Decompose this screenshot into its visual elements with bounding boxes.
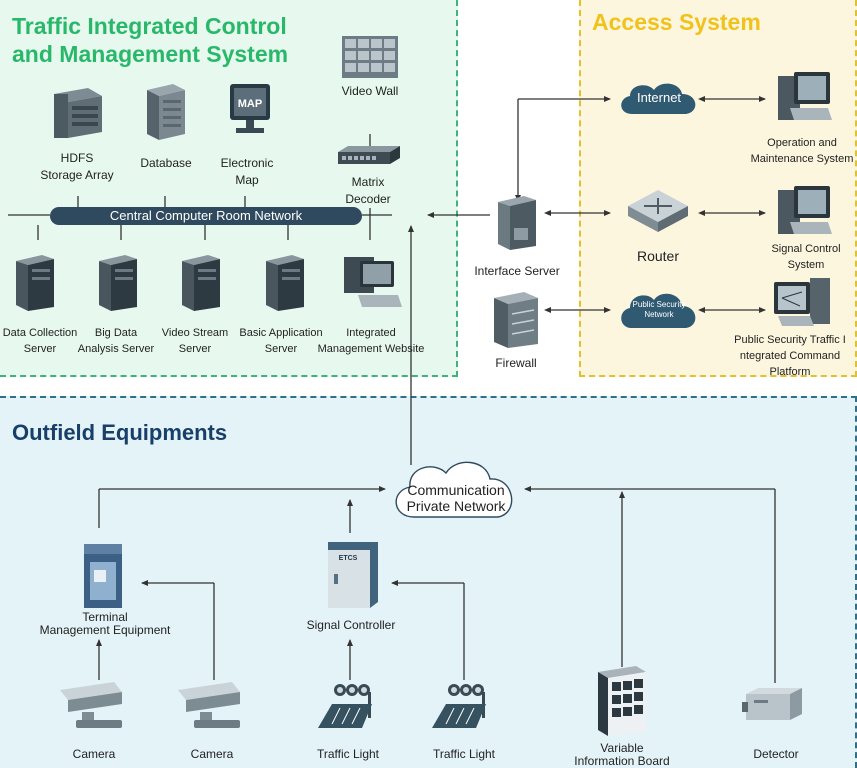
camera-icon-1 [60,682,122,728]
basic-application-server-icon [266,255,304,311]
camera-label-1: Camera [72,747,116,761]
terminal-equipment-icon [84,544,122,608]
camera-label-2: Camera [190,747,234,761]
comm-network-cloud-icon [395,461,513,518]
detector-label: Detector [753,747,799,761]
outfield-region [0,396,857,768]
electronic-map-icon: MAP [230,84,270,133]
router-icon [628,190,688,232]
traffic-light-label-1: Traffic Light [316,747,380,761]
signal-controller-icon: ETCS [328,542,378,608]
signal-control-system-label: Signal Control System [771,243,841,271]
video-wall-label: Video Wall [341,84,399,98]
terminal-equipment-label: Terminal Management Equipment [39,610,171,638]
data-collection-server-label: Data Collection Server [2,327,78,355]
firewall-label: Firewall [495,356,537,370]
public-security-platform-icon [774,278,830,326]
traffic-control-title: Traffic Integrated Control and Managemen… [12,13,289,68]
traffic-light-icon-2 [432,684,486,728]
signal-controller-label: Signal Controller [306,618,396,632]
comm-network-label: Communication Private Network [406,482,506,515]
traffic-light-label-2: Traffic Light [432,747,496,761]
integrated-website-icon [344,257,402,307]
map-screen-text: MAP [238,98,262,110]
access-system-title: Access System [592,9,761,35]
signal-control-system-icon [778,186,832,234]
central-network-bar: Central Computer Room Network [50,207,362,225]
hdfs-storage-icon [54,88,102,138]
electronic-map-label: Electronic Map [220,156,274,188]
public-security-network-cloud-icon [621,293,696,328]
firewall-icon [494,292,538,348]
basic-application-server-label: Basic Application Server [239,327,323,355]
ops-system-icon [778,72,832,120]
video-stream-server-label: Video Stream Server [161,327,229,355]
detector-icon [742,688,802,720]
traffic-light-icon-1 [318,684,372,728]
matrix-decoder-icon [338,146,400,164]
variable-information-board-label: Variable Information Board [574,741,670,768]
video-stream-server-icon [182,255,220,311]
database-icon [147,84,185,140]
camera-icon-2 [178,682,240,728]
database-label: Database [140,156,192,170]
ops-system-label: Operation and Maintenance System [750,137,854,165]
big-data-server-icon [99,255,137,311]
internet-cloud-icon [621,83,696,114]
video-wall-icon [342,36,398,78]
interface-server-icon [498,196,536,250]
matrix-decoder-label: Matrix Decoder [345,175,391,207]
data-collection-server-icon [16,255,54,311]
public-security-platform-label: Public Security Traffic I ntegrated Comm… [734,334,846,378]
outfield-title: Outfield Equipments [12,420,228,445]
variable-information-board-icon [598,666,646,736]
big-data-server-label: Big Data Analysis Server [77,327,155,355]
hdfs-storage-label: HDFS Storage Array [40,151,114,183]
internet-label: Internet [636,90,682,105]
integrated-website-label: Integrated Management Website [317,327,425,355]
router-label: Router [636,248,680,264]
etcs-tag: ETCS [339,555,358,562]
interface-server-label: Interface Server [474,264,560,278]
public-security-network-label: Public Security Network [632,300,686,320]
